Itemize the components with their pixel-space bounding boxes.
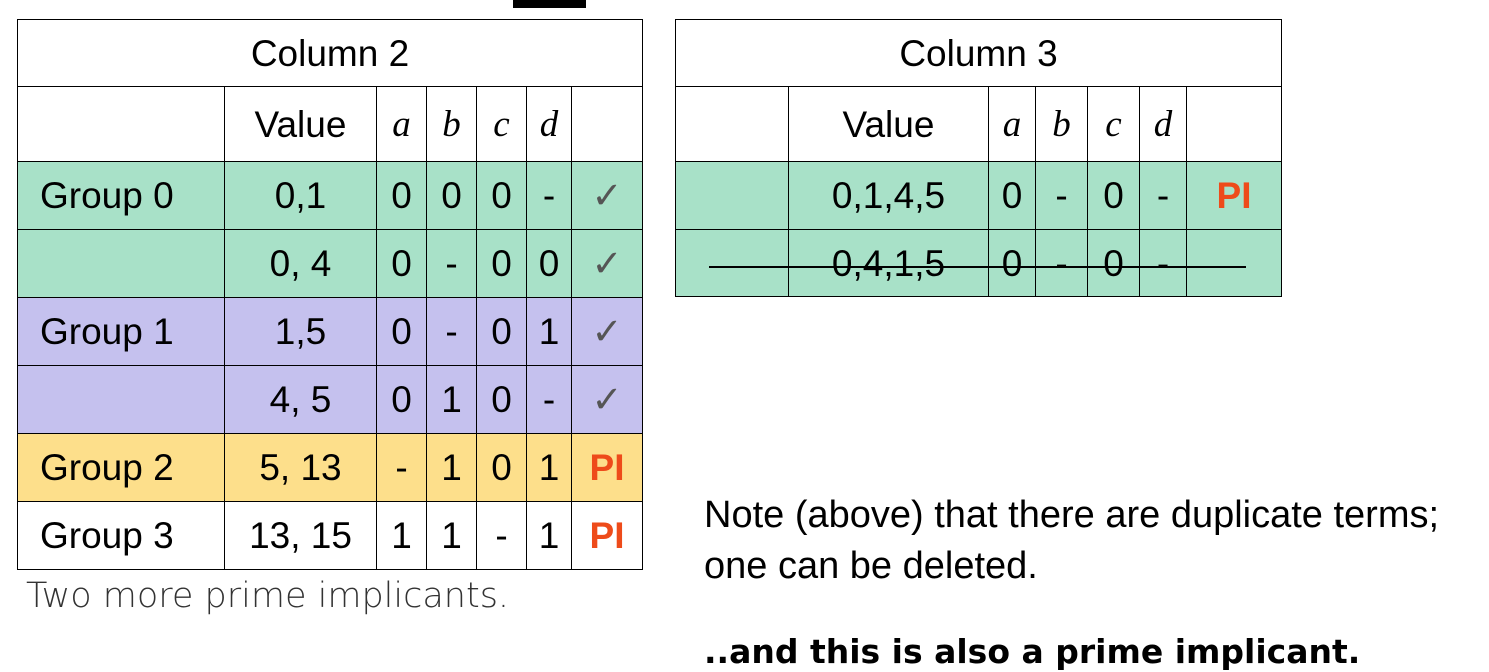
bit-c: 0 — [476, 229, 527, 298]
value-cell: 0, 4 — [224, 229, 377, 298]
bit-a: 0 — [376, 297, 427, 366]
mark-cell — [1186, 229, 1282, 297]
column-2-title: Column 2 — [17, 19, 643, 87]
top-edge-bar — [513, 0, 586, 8]
bit-c: 0 — [1087, 229, 1140, 297]
value-cell: 0,1,4,5 — [788, 161, 989, 230]
group-cell — [675, 161, 789, 230]
check-mark-icon: ✓ — [571, 297, 643, 366]
value-cell: 4, 5 — [224, 365, 377, 434]
group-label: Group 3 — [17, 501, 225, 570]
group-label: Group 1 — [17, 297, 225, 366]
bit-d: 1 — [526, 433, 572, 502]
note-text: Note (above) that there are duplicate te… — [704, 494, 1440, 587]
bit-d: 1 — [526, 297, 572, 366]
var-d-header: d — [1139, 86, 1187, 162]
column-3-title: Column 3 — [675, 19, 1282, 87]
table-row: 4, 5 0 1 0 - ✓ — [17, 365, 643, 434]
value-cell: 0,1 — [224, 161, 377, 230]
bit-a: 0 — [376, 229, 427, 298]
bit-a: 0 — [988, 161, 1036, 230]
value-cell: 13, 15 — [224, 501, 377, 570]
value-cell: 0,4,1,5 — [788, 229, 989, 297]
table-row-deleted: 0,4,1,5 0 - 0 - — [675, 229, 1282, 297]
bit-d: - — [1139, 229, 1187, 297]
var-b-header: b — [1035, 86, 1088, 162]
value-header: Value — [224, 86, 377, 162]
check-mark-icon: ✓ — [571, 365, 643, 434]
group-header — [17, 86, 225, 162]
caption: Two more prime implicants. — [26, 576, 510, 616]
bit-c: 0 — [476, 161, 527, 230]
bit-a: - — [376, 433, 427, 502]
bit-a: 0 — [376, 365, 427, 434]
table-row: Group 0 0,1 0 0 0 - ✓ — [17, 161, 643, 230]
bit-b: - — [1035, 161, 1088, 230]
bit-d: - — [526, 365, 572, 434]
bit-b: 0 — [426, 161, 477, 230]
table-row: Group 1 1,5 0 - 0 1 ✓ — [17, 297, 643, 366]
bit-c: 0 — [476, 365, 527, 434]
var-c-header: c — [1087, 86, 1140, 162]
bit-d: - — [526, 161, 572, 230]
bit-d: 0 — [526, 229, 572, 298]
bit-b: 1 — [426, 433, 477, 502]
bit-a: 0 — [376, 161, 427, 230]
group-label — [17, 229, 225, 298]
bit-c: - — [476, 501, 527, 570]
bit-d: 1 — [526, 501, 572, 570]
prime-implicant-mark: PI — [571, 501, 643, 570]
bit-c: 0 — [476, 433, 527, 502]
bit-c: 0 — [476, 297, 527, 366]
strikethrough-line — [709, 266, 1246, 268]
value-cell: 1,5 — [224, 297, 377, 366]
bit-a: 1 — [376, 501, 427, 570]
bit-d: - — [1139, 161, 1187, 230]
bit-b: - — [426, 229, 477, 298]
bit-b: - — [426, 297, 477, 366]
column-3-table: Column 3 Value a b c d 0,1,4,5 0 - 0 - P… — [675, 19, 1282, 297]
bit-c: 0 — [1087, 161, 1140, 230]
var-b-header: b — [426, 86, 477, 162]
bit-a: 0 — [988, 229, 1036, 297]
prime-implicant-mark: PI — [1186, 161, 1282, 230]
bit-b: 1 — [426, 501, 477, 570]
group-cell — [675, 229, 789, 297]
table-row: 0,1,4,5 0 - 0 - PI — [675, 161, 1282, 230]
check-mark-icon: ✓ — [571, 229, 643, 298]
group-label — [17, 365, 225, 434]
group-header — [675, 86, 789, 162]
var-d-header: d — [526, 86, 572, 162]
group-label: Group 0 — [17, 161, 225, 230]
table-row: Group 3 13, 15 1 1 - 1 PI — [17, 501, 643, 570]
bit-b: - — [1035, 229, 1088, 297]
value-header: Value — [788, 86, 989, 162]
table-row: 0, 4 0 - 0 0 ✓ — [17, 229, 643, 298]
group-label: Group 2 — [17, 433, 225, 502]
var-a-header: a — [376, 86, 427, 162]
table-row: Group 2 5, 13 - 1 0 1 PI — [17, 433, 643, 502]
check-mark-icon: ✓ — [571, 161, 643, 230]
conclusion-text: ..and this is also a prime implicant. — [704, 632, 1361, 671]
var-a-header: a — [988, 86, 1036, 162]
mark-header — [1186, 86, 1282, 162]
var-c-header: c — [476, 86, 527, 162]
value-cell: 5, 13 — [224, 433, 377, 502]
mark-header — [571, 86, 643, 162]
bit-b: 1 — [426, 365, 477, 434]
prime-implicant-mark: PI — [571, 433, 643, 502]
column-2-table: Column 2 Value a b c d Group 0 0,1 0 0 0… — [17, 19, 643, 570]
